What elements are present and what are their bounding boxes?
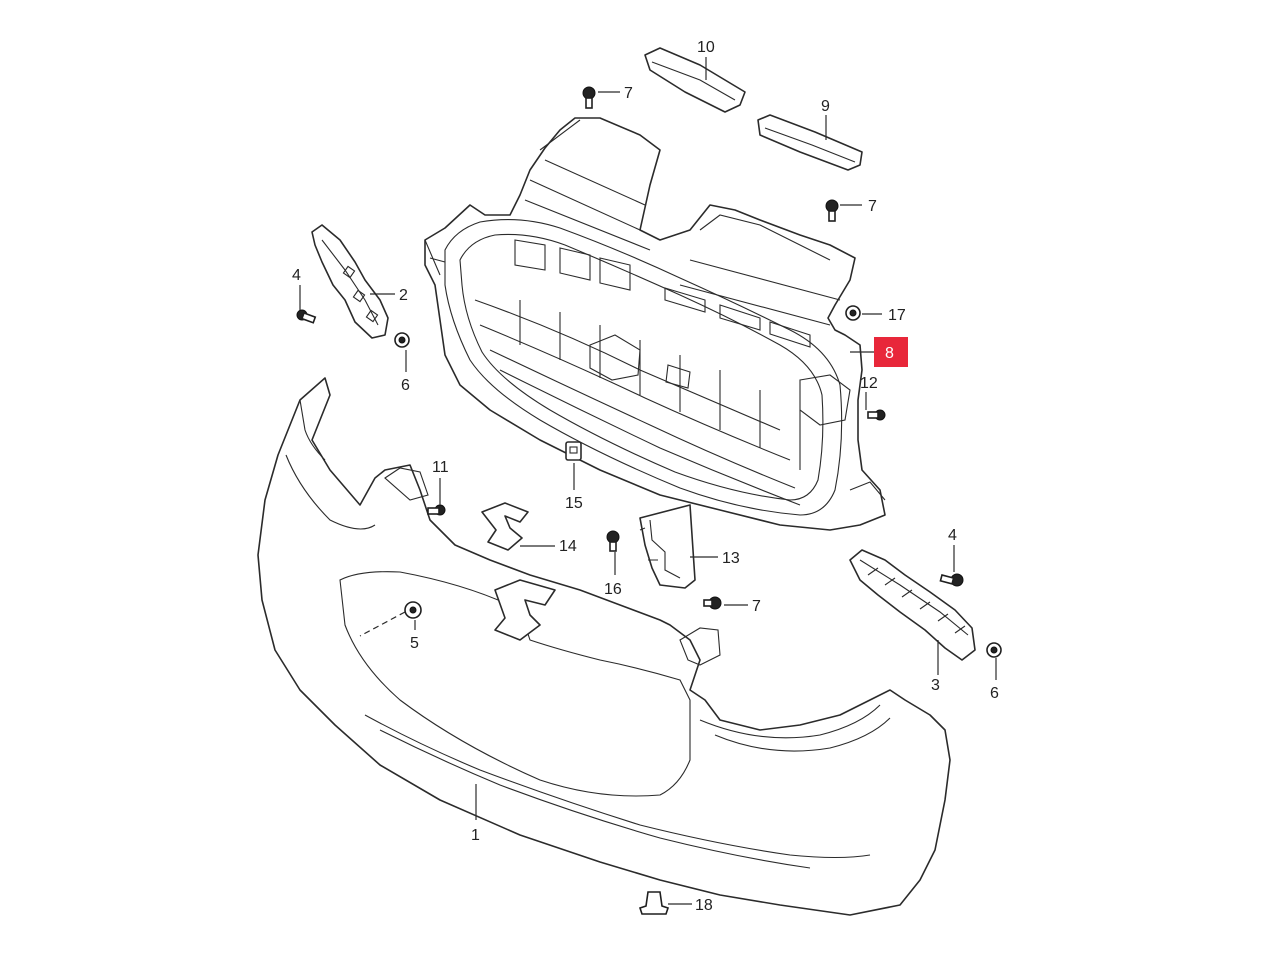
callout-7-mid[interactable]: 7 xyxy=(868,198,877,215)
leader-lines xyxy=(299,57,997,905)
screw-7-mid[interactable] xyxy=(825,199,839,222)
bracket-right[interactable] xyxy=(849,549,976,661)
garnish-upper[interactable] xyxy=(644,47,746,113)
front-bumper[interactable] xyxy=(257,377,951,916)
bolt-11[interactable] xyxy=(427,504,446,516)
garnish-lower[interactable] xyxy=(757,114,863,171)
clip-18[interactable] xyxy=(638,891,670,915)
callout-8[interactable]: 8 xyxy=(885,345,894,362)
callout-5[interactable]: 5 xyxy=(410,635,419,652)
bolt-12[interactable] xyxy=(867,409,886,421)
callout-13[interactable]: 13 xyxy=(722,550,740,567)
callout-11[interactable]: 11 xyxy=(432,459,449,476)
callout-1[interactable]: 1 xyxy=(471,827,480,844)
callout-7-low[interactable]: 7 xyxy=(752,598,761,615)
callout-labels: 10 7 9 7 4 2 17 8 6 12 11 15 4 14 13 16 … xyxy=(292,39,999,914)
screw-7-top[interactable] xyxy=(582,86,596,109)
bracket-left[interactable] xyxy=(311,224,389,339)
screw-16[interactable] xyxy=(606,530,620,552)
screw-7-low[interactable] xyxy=(703,596,722,610)
callout-4-right[interactable]: 4 xyxy=(948,527,957,544)
callout-7-top[interactable]: 7 xyxy=(624,85,633,102)
callout-12[interactable]: 12 xyxy=(860,375,878,392)
bolt-4-right[interactable] xyxy=(939,573,964,587)
callout-4-left[interactable]: 4 xyxy=(292,267,301,284)
screw-17[interactable] xyxy=(845,305,861,321)
callout-6-left[interactable]: 6 xyxy=(401,377,410,394)
callout-16[interactable]: 16 xyxy=(604,581,622,598)
callout-6-right[interactable]: 6 xyxy=(990,685,999,702)
center-bracket[interactable] xyxy=(639,504,696,589)
callout-14[interactable]: 14 xyxy=(559,538,577,555)
bolt-4-left[interactable] xyxy=(296,309,317,324)
callout-9[interactable]: 9 xyxy=(821,98,830,115)
callout-17[interactable]: 17 xyxy=(888,307,906,324)
nut-6-left[interactable] xyxy=(394,332,410,348)
emblem[interactable] xyxy=(481,502,529,551)
callout-15[interactable]: 15 xyxy=(565,495,583,512)
grille-assembly[interactable] xyxy=(424,117,886,531)
callout-3[interactable]: 3 xyxy=(931,677,940,694)
callout-18[interactable]: 18 xyxy=(695,897,713,914)
clip-15[interactable] xyxy=(565,441,582,461)
nut-5[interactable] xyxy=(404,601,422,619)
callout-2[interactable]: 2 xyxy=(399,287,408,304)
callout-8-highlight xyxy=(874,337,908,367)
nut-6-right[interactable] xyxy=(986,642,1002,658)
callout-10[interactable]: 10 xyxy=(697,39,715,56)
